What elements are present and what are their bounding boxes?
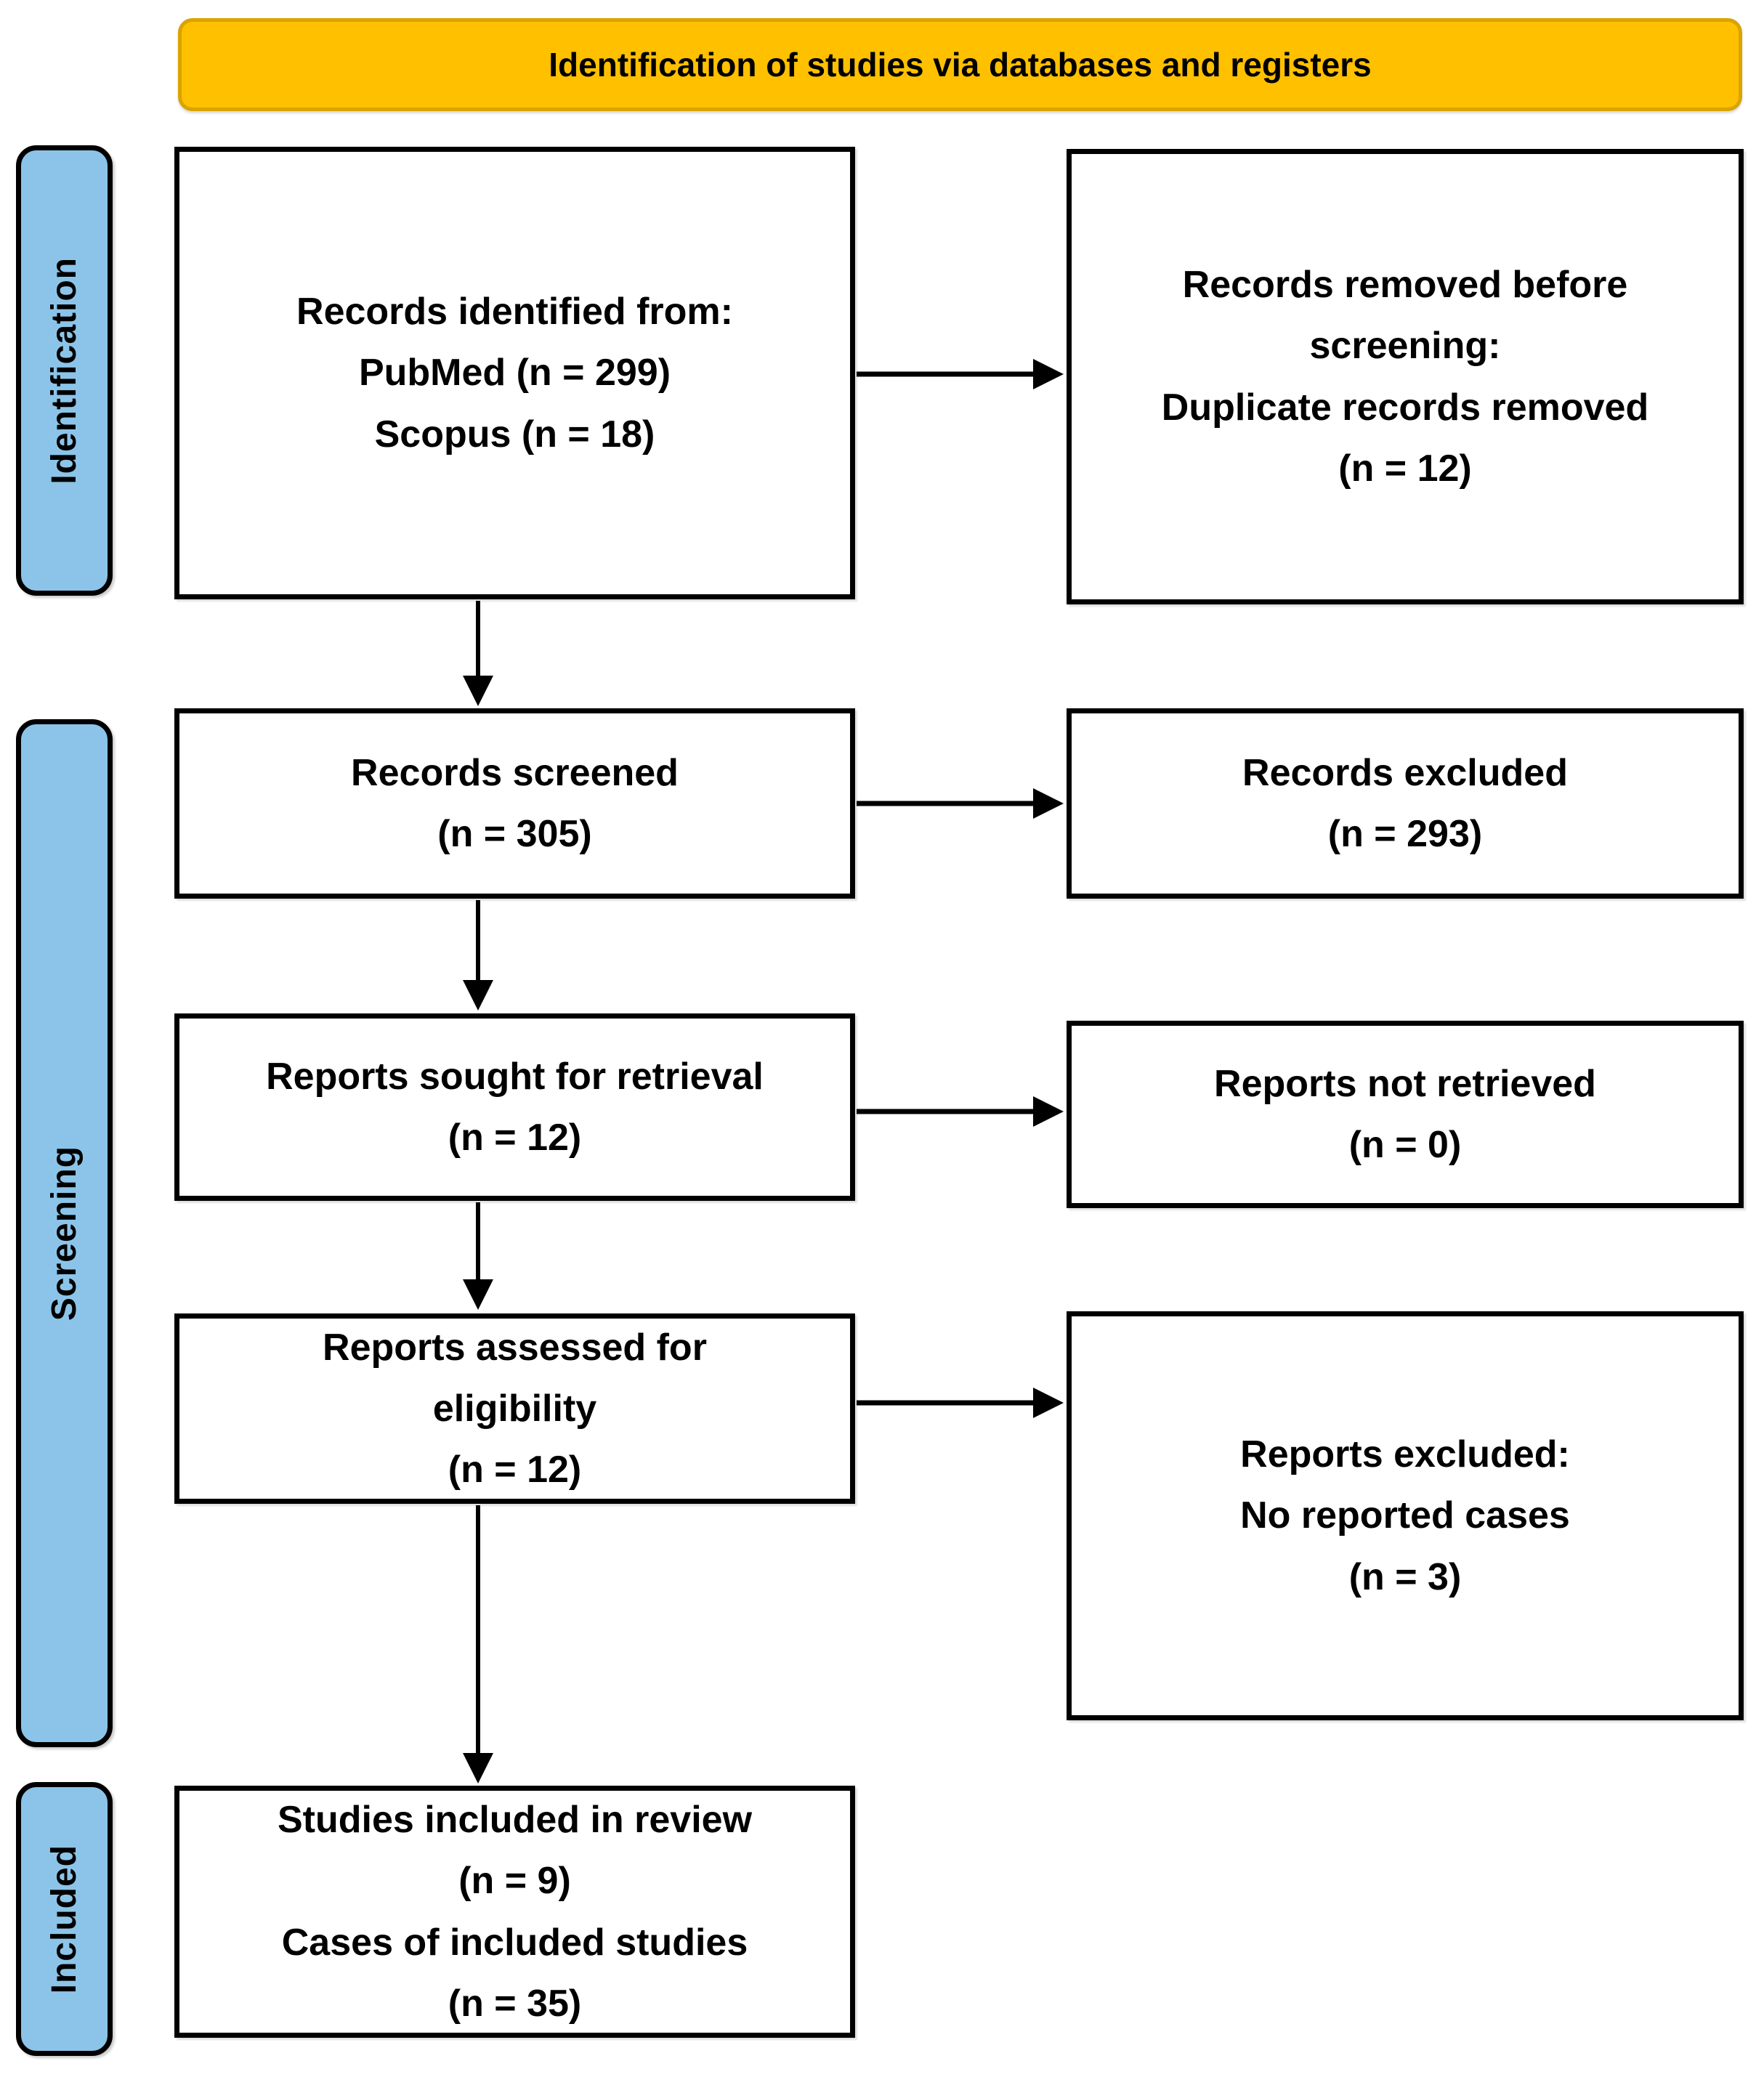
down-arrow-sought-to-assessed xyxy=(463,1202,493,1310)
box-reports-sought: Reports sought for retrieval (n = 12) xyxy=(174,1013,855,1201)
box-line: PubMed (n = 299) xyxy=(358,352,671,394)
box-line: Cases of included studies xyxy=(281,1921,748,1964)
banner: Identification of studies via databases … xyxy=(178,18,1742,111)
box-line: Records screened xyxy=(351,751,679,794)
stage-identification-label: Identification xyxy=(45,256,84,485)
box-line: eligibility xyxy=(432,1387,597,1430)
box-line: Reports excluded: xyxy=(1240,1433,1570,1476)
box-reports-excluded: Reports excluded: No reported cases (n =… xyxy=(1067,1311,1744,1720)
box-line: Studies included in review xyxy=(277,1799,753,1842)
box-records-excluded: Records excluded (n = 293) xyxy=(1067,708,1744,899)
stage-screening-label: Screening xyxy=(45,1145,84,1321)
box-reports-not-retrieved: Reports not retrieved (n = 0) xyxy=(1067,1021,1744,1208)
box-line: (n = 3) xyxy=(1348,1555,1462,1598)
box-line: Reports sought for retrieval xyxy=(266,1055,764,1098)
box-line: (n = 9) xyxy=(458,1860,571,1903)
box-line: Records excluded xyxy=(1242,751,1568,794)
box-line: Reports assessed for xyxy=(323,1326,707,1369)
box-line: (n = 305) xyxy=(437,813,592,855)
box-records-screened: Records screened (n = 305) xyxy=(174,708,855,899)
right-arrow-assessed-to-excluded xyxy=(857,1388,1064,1418)
box-line: No reported cases xyxy=(1240,1494,1570,1537)
stage-identification: Identification xyxy=(16,145,113,596)
box-records-identified: Records identified from: PubMed (n = 299… xyxy=(174,147,855,599)
box-line: Records identified from: xyxy=(296,291,733,333)
box-line: (n = 35) xyxy=(448,1982,582,2025)
down-arrow-identified-to-screened xyxy=(463,601,493,706)
right-arrow-screened-to-excluded xyxy=(857,788,1064,819)
box-line: (n = 0) xyxy=(1348,1124,1462,1166)
box-studies-included: Studies included in review (n = 9) Cases… xyxy=(174,1786,855,2038)
down-arrow-screened-to-sought xyxy=(463,900,493,1011)
box-line: (n = 12) xyxy=(1338,447,1472,490)
box-line: Duplicate records removed xyxy=(1161,386,1649,429)
box-reports-assessed: Reports assessed for eligibility (n = 12… xyxy=(174,1313,855,1504)
box-line: (n = 293) xyxy=(1327,813,1483,855)
box-line: screening: xyxy=(1309,325,1501,368)
banner-title: Identification of studies via databases … xyxy=(549,46,1372,84)
stage-screening: Screening xyxy=(16,719,113,1747)
right-arrow-sought-to-not-retrieved xyxy=(857,1096,1064,1127)
box-line: Records removed before xyxy=(1182,264,1628,307)
right-arrow-identified-to-removed xyxy=(857,359,1064,389)
box-line: Reports not retrieved xyxy=(1214,1062,1596,1105)
box-line: Scopus (n = 18) xyxy=(374,413,655,456)
box-line: (n = 12) xyxy=(448,1117,582,1159)
down-arrow-assessed-to-included xyxy=(463,1505,493,1784)
stage-included: Included xyxy=(16,1782,113,2056)
box-records-removed: Records removed before screening: Duplic… xyxy=(1067,149,1744,604)
stage-included-label: Included xyxy=(45,1844,84,1994)
box-line: (n = 12) xyxy=(448,1449,582,1491)
